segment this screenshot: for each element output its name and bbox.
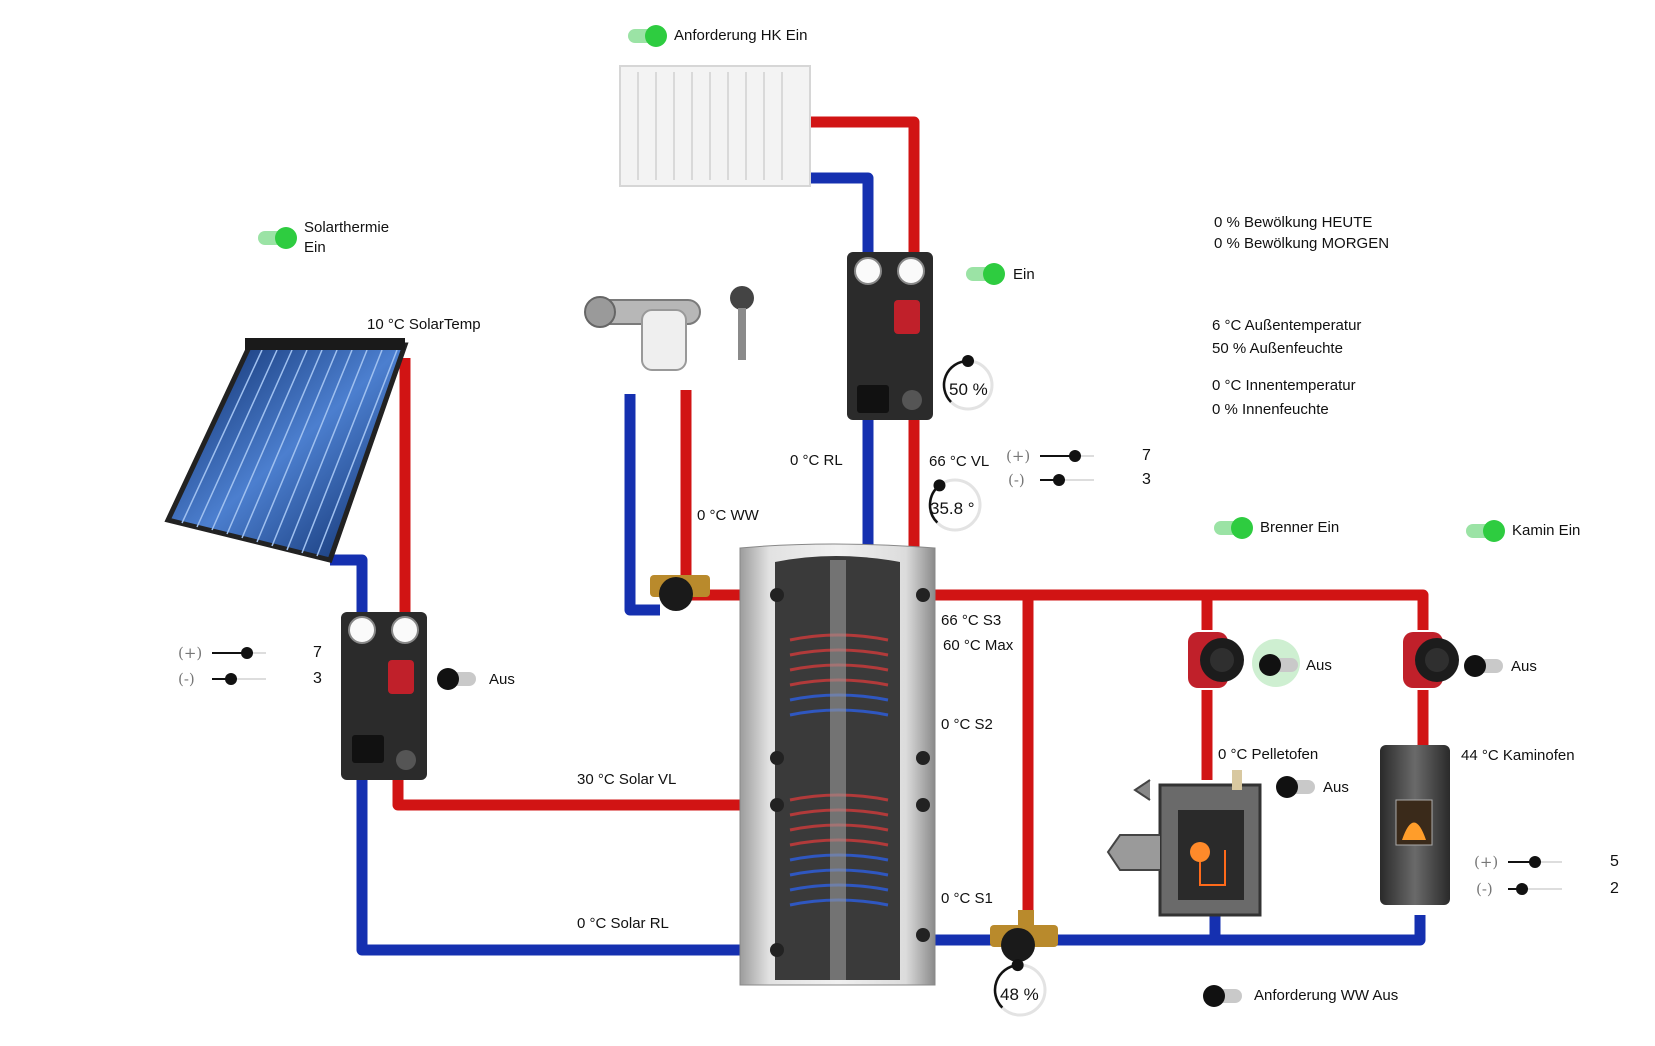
- switch-knob: [1483, 520, 1505, 542]
- tank-s1-temp: 0 °C S1: [941, 890, 993, 907]
- hk-plus-value: 7: [1142, 447, 1151, 464]
- kaminofen-temp: 44 °C Kaminofen: [1461, 747, 1575, 764]
- solarthermie-switch[interactable]: [258, 227, 297, 249]
- cloud-tomorrow: 0 % Bewölkung MORGEN: [1214, 235, 1390, 252]
- kamin-minus-slider[interactable]: [1508, 882, 1562, 896]
- solarthermie-label-line1: Solarthermie: [304, 219, 390, 236]
- hk-pump-gauge[interactable]: [942, 355, 994, 411]
- outside-temp: 6 °C Außentemperatur: [1212, 317, 1362, 334]
- hk-mixing-valve: [990, 910, 1058, 962]
- pelletofen-temp: 0 °C Pelletofen: [1218, 746, 1319, 763]
- kamin-circulation-pump: [1403, 632, 1459, 688]
- hk-return-temp: 0 °C RL: [790, 452, 843, 469]
- hk-plus-slider[interactable]: [1040, 449, 1094, 463]
- kamin-plus-value: 5: [1610, 853, 1619, 870]
- ww-mixing-valve: [650, 575, 710, 611]
- kamin-pump-switch-label: Aus: [1511, 658, 1537, 675]
- switch-knob: [437, 668, 459, 690]
- hk-flow-temp: 66 °C VL: [929, 453, 990, 470]
- brenner-switch-label: Brenner Ein: [1260, 519, 1340, 536]
- gauge-arc: [942, 359, 969, 403]
- kamin-plus-label: (+): [1474, 853, 1499, 871]
- switch-knob: [1464, 655, 1486, 677]
- solar-pump-switch-label: Aus: [489, 671, 515, 688]
- pellet-pump-switch-label: Aus: [1306, 657, 1332, 674]
- switch-knob: [1203, 985, 1225, 1007]
- switch-knob: [275, 227, 297, 249]
- tank-s3-temp: 66 °C S3: [941, 612, 1002, 629]
- main-flow-pipe: [930, 589, 1429, 630]
- cloud-today: 0 % Bewölkung HEUTE: [1214, 214, 1373, 231]
- ww-request-label: Anforderung WW Aus: [1254, 987, 1399, 1004]
- solar-flow-temp: 30 °C Solar VL: [577, 771, 677, 788]
- solar-return-pipe: [356, 778, 780, 956]
- hk-minus-label: (-): [1008, 471, 1025, 489]
- solar-flow-pipe: [392, 780, 780, 811]
- kamin-minus-value: 2: [1610, 880, 1619, 897]
- kamin-plus-slider[interactable]: [1508, 855, 1562, 869]
- kamin-switch[interactable]: [1466, 520, 1505, 542]
- brenner-switch[interactable]: [1214, 517, 1253, 539]
- pelletofen-switch-label: Aus: [1323, 779, 1349, 796]
- solar-plus-label: (+): [178, 644, 203, 662]
- hk-return-pipe: [790, 172, 874, 548]
- tank-s2-temp: 0 °C S2: [941, 716, 993, 733]
- ww-temp: 0 °C WW: [697, 507, 759, 524]
- ww-mixer-gauge-value: 48 %: [1000, 985, 1039, 1004]
- switch-knob: [1231, 517, 1253, 539]
- cold-pipes: [330, 172, 1426, 956]
- solar-collector: [164, 338, 409, 563]
- inside-temp: 0 °C Innentemperatur: [1212, 377, 1356, 394]
- hk-minus-slider[interactable]: [1040, 473, 1094, 487]
- inside-humidity: 0 % Innenfeuchte: [1212, 401, 1329, 418]
- solar-minus-slider[interactable]: [212, 672, 266, 686]
- switch-knob: [645, 25, 667, 47]
- hk-pump-switch[interactable]: [966, 263, 1005, 285]
- hk-pump-switch-label: Ein: [1013, 266, 1035, 283]
- solar-return-pipe-top: [330, 554, 368, 618]
- hk-request-switch[interactable]: [628, 25, 667, 47]
- kaminofen-stove: [1380, 745, 1450, 905]
- gauge-handle: [933, 479, 946, 492]
- solar-return-temp: 0 °C Solar RL: [577, 915, 669, 932]
- solarthermie-label-line2: Ein: [304, 239, 326, 256]
- switch-knob: [1259, 654, 1281, 676]
- hk-plus-label: (+): [1006, 447, 1031, 465]
- outside-humidity: 50 % Außenfeuchte: [1212, 340, 1343, 357]
- solar-pump-station: [341, 612, 427, 780]
- solar-temp-reading: 10 °C SolarTemp: [367, 316, 481, 333]
- radiator: [619, 65, 811, 187]
- hk-request-label: Anforderung HK Ein: [674, 27, 808, 44]
- solar-plus-slider[interactable]: [212, 646, 266, 660]
- hk-mixer-gauge-value: 35.8 °: [930, 499, 975, 518]
- gauge-handle: [962, 355, 974, 367]
- pellet-circulation-pump: [1188, 632, 1244, 688]
- hk-mixer-gauge[interactable]: [928, 478, 982, 532]
- pellet-boiler: [1106, 770, 1262, 917]
- gauge-arc: [993, 963, 1018, 1009]
- ww-cold-pipe: [624, 394, 660, 616]
- hk-pump-gauge-value: 50 %: [949, 380, 988, 399]
- tank-max-temp: 60 °C Max: [943, 637, 1014, 654]
- solar-pump-switch[interactable]: [437, 668, 476, 690]
- ww-request-switch[interactable]: [1203, 985, 1242, 1007]
- kamin-pump-switch[interactable]: [1464, 655, 1503, 677]
- solar-minus-value: 3: [313, 670, 322, 687]
- switch-knob: [1276, 776, 1298, 798]
- pelletofen-switch[interactable]: [1276, 776, 1315, 798]
- pellet-pump-switch[interactable]: [1259, 654, 1298, 676]
- kamin-switch-label: Kamin Ein: [1512, 522, 1581, 539]
- hk-pump-station: [847, 252, 933, 420]
- hk-minus-value: 3: [1142, 471, 1151, 488]
- storage-tank: [739, 543, 936, 986]
- solar-minus-label: (-): [178, 670, 195, 688]
- shower-fixture: [584, 286, 754, 371]
- gauge-handle: [1011, 959, 1024, 972]
- ww-mixer-gauge[interactable]: [993, 959, 1047, 1017]
- kamin-minus-label: (-): [1476, 880, 1493, 898]
- switch-knob: [983, 263, 1005, 285]
- solar-plus-value: 7: [313, 644, 322, 661]
